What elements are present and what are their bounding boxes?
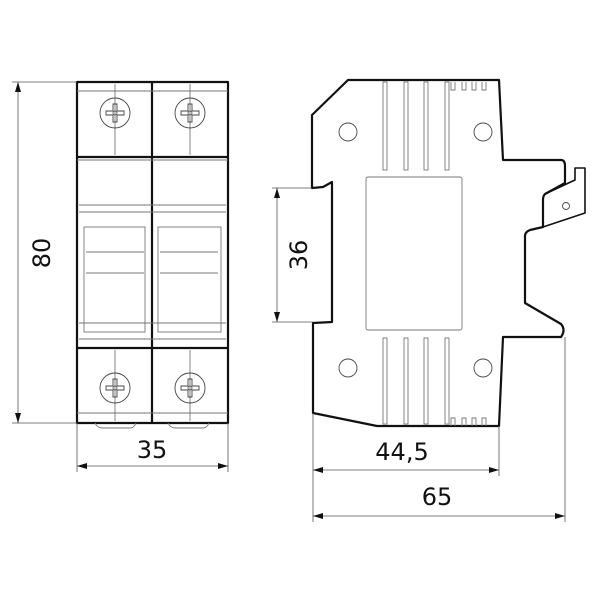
mounting-hole (473, 358, 493, 378)
total-depth-label: 65 (422, 483, 453, 511)
front-details (77, 84, 228, 429)
label-window (365, 176, 463, 331)
din-rail-label: 36 (285, 240, 313, 271)
mounting-hole (338, 122, 358, 142)
dimension-height: 80 (12, 81, 77, 424)
mounting-hole (473, 122, 493, 142)
screw-icon (99, 97, 131, 129)
dimension-width: 35 (76, 423, 229, 472)
mounting-hole (338, 358, 358, 378)
dimension-total-depth: 65 (313, 337, 566, 522)
side-profile-outline (310, 78, 567, 428)
width-label: 35 (137, 436, 168, 464)
screw-icon (99, 372, 131, 404)
screw-icon (174, 97, 206, 129)
side-ribs (382, 81, 487, 426)
dimension-front-depth: 44,5 (312, 413, 500, 522)
side-view (310, 78, 586, 428)
clip-hole (562, 202, 570, 210)
dimension-din-rail: 36 (272, 187, 313, 323)
height-label: 80 (28, 238, 56, 269)
din-clip (542, 167, 586, 228)
front-view (75, 80, 230, 429)
screw-icon (174, 372, 206, 404)
front-depth-label: 44,5 (375, 438, 428, 466)
